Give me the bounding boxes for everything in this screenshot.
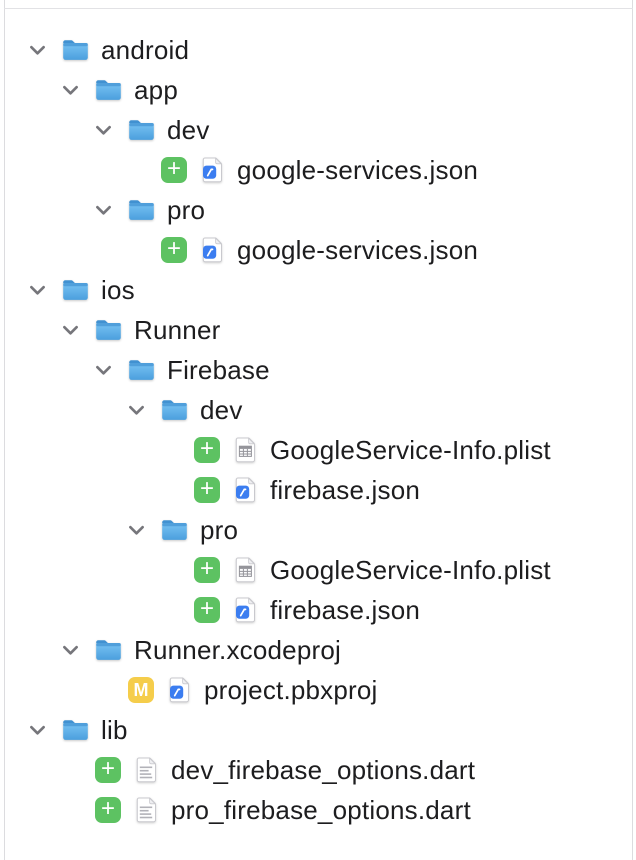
file-name: project.pbxproj xyxy=(204,675,378,705)
file-tree: android app xyxy=(0,30,632,830)
tree-row-file[interactable]: + GoogleService-Info.plist xyxy=(0,430,632,470)
chevron-down-icon[interactable] xyxy=(29,285,46,296)
folder-icon xyxy=(62,39,89,61)
json-file-icon xyxy=(202,237,223,263)
folder-name: Firebase xyxy=(167,355,270,385)
folder-icon xyxy=(128,359,155,381)
status-badge-added: + xyxy=(161,157,187,183)
tree-row-file[interactable]: M project.pbxproj xyxy=(0,670,632,710)
folder-icon xyxy=(62,279,89,301)
folder-name: dev xyxy=(200,395,243,425)
file-name: pro_firebase_options.dart xyxy=(171,795,471,825)
file-name: firebase.json xyxy=(270,475,421,505)
json-file-icon xyxy=(202,157,223,183)
file-name: google-services.json xyxy=(237,235,479,265)
tree-row-file[interactable]: + dev_firebase_options.dart xyxy=(0,750,632,790)
folder-name: pro xyxy=(167,195,206,225)
folder-icon xyxy=(128,199,155,221)
folder-name: Runner xyxy=(134,315,221,345)
chevron-down-icon[interactable] xyxy=(62,85,79,96)
file-name: GoogleService-Info.plist xyxy=(270,435,551,465)
folder-name: dev xyxy=(167,115,210,145)
status-badge-added: + xyxy=(95,757,121,783)
text-file-icon xyxy=(136,797,157,823)
chevron-down-icon[interactable] xyxy=(62,325,79,336)
tree-row-folder[interactable]: Runner xyxy=(0,310,632,350)
plist-file-icon xyxy=(235,557,256,583)
folder-icon xyxy=(95,79,122,101)
chevron-down-icon[interactable] xyxy=(128,405,145,416)
tree-row-file[interactable]: + firebase.json xyxy=(0,470,632,510)
folder-icon xyxy=(95,319,122,341)
tree-row-folder[interactable]: lib xyxy=(0,710,632,750)
status-badge-added: + xyxy=(194,597,220,623)
tree-row-folder[interactable]: dev xyxy=(0,390,632,430)
tree-row-folder[interactable]: Runner.xcodeproj xyxy=(0,630,632,670)
chevron-down-icon[interactable] xyxy=(95,205,112,216)
folder-name: android xyxy=(101,35,190,65)
tree-row-folder[interactable]: android xyxy=(0,30,632,70)
tree-row-file[interactable]: + google-services.json xyxy=(0,230,632,270)
panel-border-right xyxy=(632,0,633,860)
status-badge-added: + xyxy=(194,557,220,583)
chevron-down-icon[interactable] xyxy=(95,365,112,376)
folder-name: Runner.xcodeproj xyxy=(134,635,341,665)
json-file-icon xyxy=(235,597,256,623)
file-name: google-services.json xyxy=(237,155,479,185)
chevron-down-icon[interactable] xyxy=(62,645,79,656)
chevron-down-icon[interactable] xyxy=(29,45,46,56)
tree-row-file[interactable]: + firebase.json xyxy=(0,590,632,630)
status-badge-modified: M xyxy=(128,677,154,703)
tree-row-folder[interactable]: pro xyxy=(0,510,632,550)
panel-border-left xyxy=(4,0,5,860)
json-file-icon xyxy=(235,477,256,503)
file-name: firebase.json xyxy=(270,595,421,625)
status-badge-added: + xyxy=(95,797,121,823)
folder-icon xyxy=(161,519,188,541)
chevron-down-icon[interactable] xyxy=(128,525,145,536)
tree-row-file[interactable]: + pro_firebase_options.dart xyxy=(0,790,632,830)
tree-row-folder[interactable]: dev xyxy=(0,110,632,150)
file-name: dev_firebase_options.dart xyxy=(171,755,476,785)
tree-row-folder[interactable]: Firebase xyxy=(0,350,632,390)
folder-name: lib xyxy=(101,715,128,745)
chevron-down-icon[interactable] xyxy=(29,725,46,736)
folder-icon xyxy=(128,119,155,141)
folder-icon xyxy=(95,639,122,661)
tree-row-folder[interactable]: ios xyxy=(0,270,632,310)
folder-icon xyxy=(161,399,188,421)
text-file-icon xyxy=(136,757,157,783)
plist-file-icon xyxy=(235,437,256,463)
folder-icon xyxy=(62,719,89,741)
json-file-icon xyxy=(169,677,190,703)
tree-row-folder[interactable]: app xyxy=(0,70,632,110)
tree-row-file[interactable]: + GoogleService-Info.plist xyxy=(0,550,632,590)
status-badge-added: + xyxy=(161,237,187,263)
status-badge-added: + xyxy=(194,477,220,503)
tree-row-folder[interactable]: pro xyxy=(0,190,632,230)
file-name: GoogleService-Info.plist xyxy=(270,555,551,585)
panel-border-top xyxy=(4,8,633,9)
folder-name: pro xyxy=(200,515,239,545)
tree-row-file[interactable]: + google-services.json xyxy=(0,150,632,190)
chevron-down-icon[interactable] xyxy=(95,125,112,136)
folder-name: ios xyxy=(101,275,135,305)
status-badge-added: + xyxy=(194,437,220,463)
folder-name: app xyxy=(134,75,178,105)
